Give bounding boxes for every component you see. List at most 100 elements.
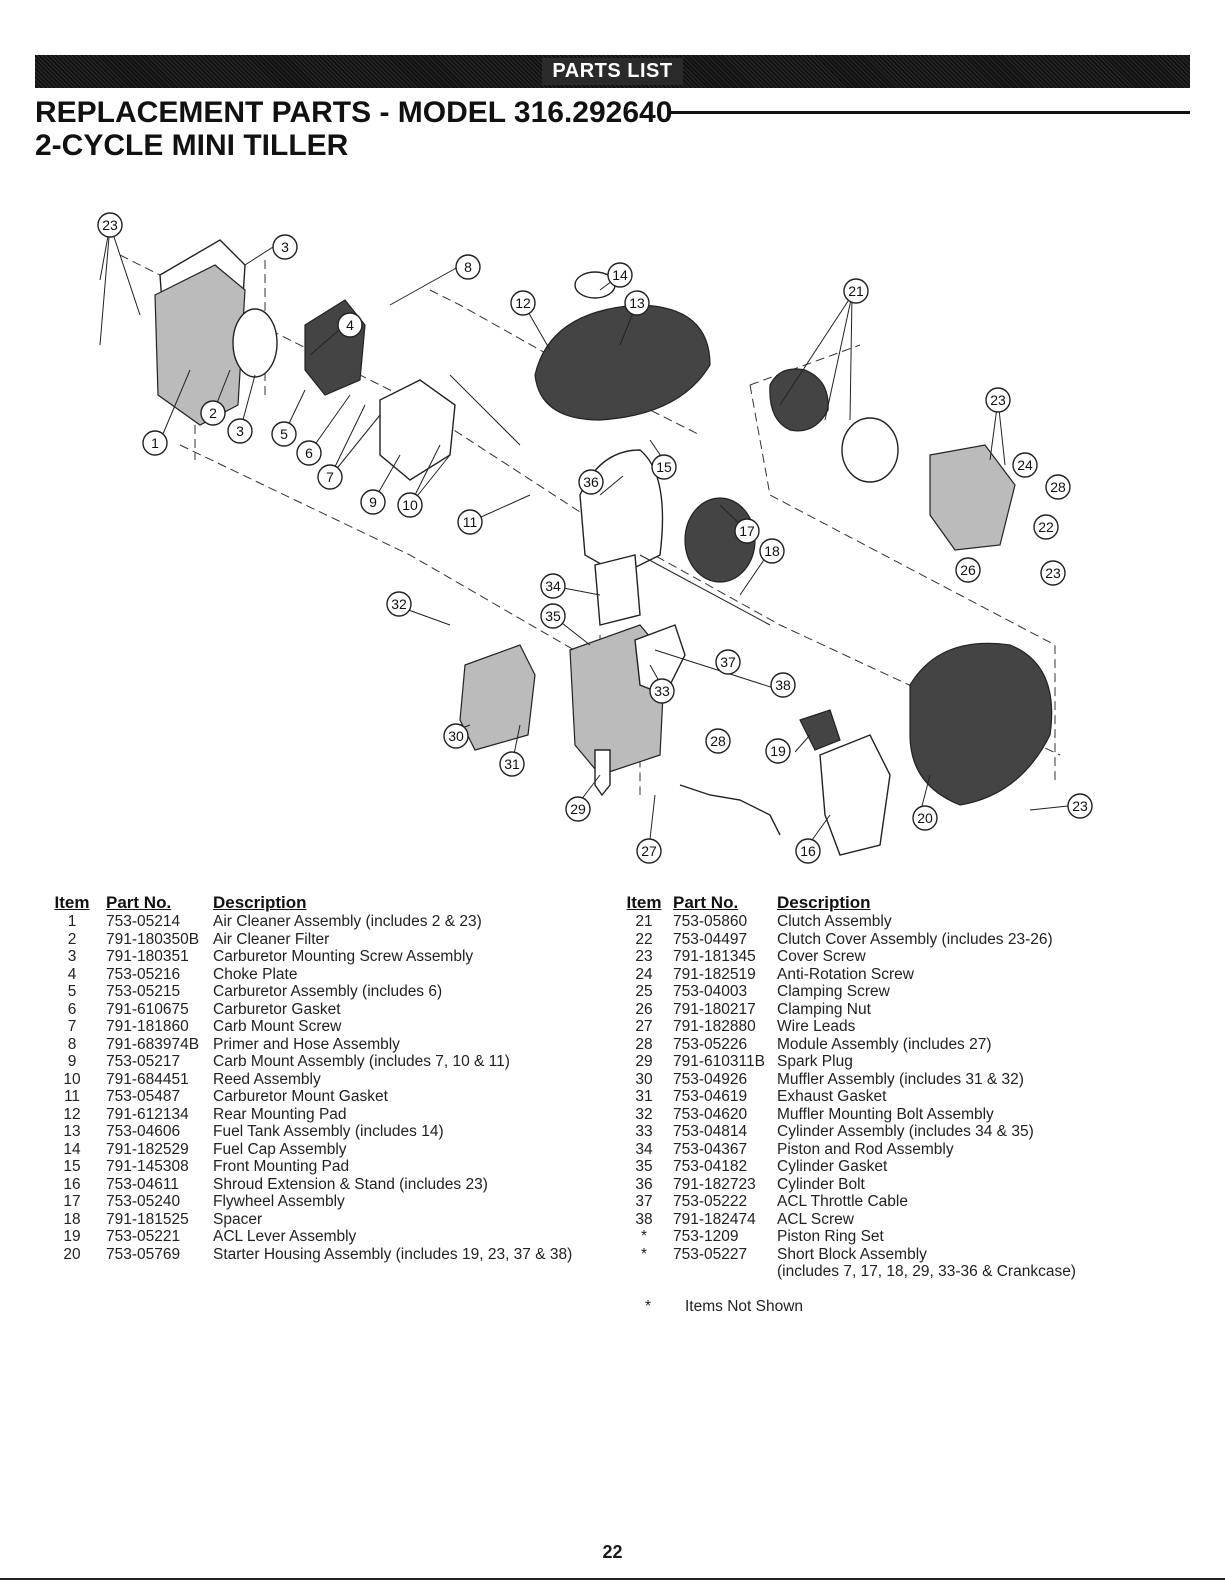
callout-bubble: 17 <box>734 518 760 544</box>
part-description: ACL Lever Assembly <box>213 1228 357 1245</box>
callout-number: 34 <box>545 578 561 594</box>
callout-bubble: 19 <box>765 738 791 764</box>
callout-circle <box>499 751 525 777</box>
callout-bubble: 23 <box>97 212 123 238</box>
part-number: 753-04926 <box>673 1070 748 1088</box>
part-number: 791-180351 <box>106 948 189 965</box>
crankcase-shape <box>579 449 664 576</box>
part-number: 791-612134 <box>106 1105 189 1123</box>
crankshaft-shape <box>639 554 771 626</box>
callout-number: 1 <box>151 435 159 451</box>
callout-bubble: 11 <box>457 509 483 535</box>
part-number: 791-180350B <box>106 930 200 948</box>
part-description: Clutch Assembly <box>777 913 892 930</box>
callout-number: 37 <box>720 654 736 670</box>
callout-circle <box>510 290 536 316</box>
callout-number: 5 <box>280 426 288 442</box>
callout-number: 3 <box>281 239 289 255</box>
part-description: Air Cleaner Filter <box>213 930 330 948</box>
part-no-header: Part No. <box>106 893 172 912</box>
callout-circle <box>770 672 796 698</box>
part-description: Wire Leads <box>777 1018 856 1035</box>
footnote-text: Items Not Shown <box>685 1298 804 1315</box>
short-block-note: (includes 7, 17, 18, 29, 33-36 & Crankca… <box>777 1263 1076 1280</box>
muffler-shape <box>459 644 536 751</box>
air-cleaner-base-shape <box>154 264 246 426</box>
callout-circle <box>97 212 123 238</box>
callout-circle <box>540 603 566 629</box>
callout-circle <box>397 492 423 518</box>
callout-number: 7 <box>326 469 334 485</box>
callout-circle <box>337 312 363 338</box>
callout-circle <box>734 518 760 544</box>
part-description: Carb Mount Assembly (includes 7, 10 & 11… <box>213 1053 510 1070</box>
callout-bubble: 23 <box>985 387 1011 413</box>
item-number: 1 <box>67 913 77 930</box>
callout-bubble: 13 <box>624 290 650 316</box>
callout-circle <box>649 678 675 704</box>
callout-bubble: 37 <box>715 649 741 675</box>
part-description: Piston Ring Set <box>777 1228 884 1245</box>
callout-bubble: 3 <box>227 418 253 444</box>
callout-bubble: 28 <box>1045 474 1071 500</box>
part-description: Carburetor Mounting Screw Assembly <box>213 948 474 965</box>
callout-number: 21 <box>848 283 864 299</box>
part-description: Carburetor Assembly (includes 6) <box>213 983 443 1000</box>
part-description: Short Block Assembly <box>777 1245 927 1263</box>
callout-number: 14 <box>612 267 628 283</box>
item-number: 16 <box>63 1175 81 1193</box>
part-description: Module Assembly (includes 27) <box>777 1035 992 1053</box>
callout-bubble: 29 <box>565 796 591 822</box>
part-description: Spacer <box>213 1210 263 1228</box>
item-number: 26 <box>635 1000 653 1018</box>
part-number: 753-05214 <box>106 913 181 930</box>
callout-number: 2 <box>209 405 217 421</box>
part-number: 753-05222 <box>673 1193 748 1210</box>
callout-bubble: 10 <box>397 492 423 518</box>
callout-number: 31 <box>504 756 520 772</box>
title-rule <box>668 111 1190 114</box>
part-description: Clutch Cover Assembly (includes 23-26) <box>777 930 1053 948</box>
part-number: 753-05221 <box>106 1228 181 1245</box>
item-number: 4 <box>67 965 77 983</box>
carb-mount-shape <box>379 379 456 481</box>
part-number: 791-182723 <box>673 1175 756 1193</box>
callout-bubble: 35 <box>540 603 566 629</box>
part-description: Rear Mounting Pad <box>213 1105 347 1123</box>
callout-circle <box>985 387 1011 413</box>
callout-circle <box>651 454 677 480</box>
clutch-shape <box>769 368 829 432</box>
callout-bubble: 8 <box>455 254 481 280</box>
item-number: 6 <box>67 1000 77 1018</box>
callout-circle <box>607 262 633 288</box>
fuel-tank-shape <box>534 304 711 421</box>
banner-text: PARTS LIST <box>542 58 683 85</box>
callout-number: 18 <box>764 543 780 559</box>
part-number: 753-05226 <box>673 1035 748 1053</box>
part-number: 791-684451 <box>106 1070 189 1088</box>
callout-circle <box>636 838 662 864</box>
callout-circle <box>455 254 481 280</box>
part-number: 753-05860 <box>673 913 748 930</box>
callout-bubble: 22 <box>1033 514 1059 540</box>
callout-circle <box>1012 452 1038 478</box>
callout-circle <box>443 723 469 749</box>
callout-number: 30 <box>448 728 464 744</box>
callout-number: 19 <box>770 743 786 759</box>
part-number: 753-04367 <box>673 1140 748 1158</box>
part-description: Clamping Screw <box>777 983 890 1000</box>
